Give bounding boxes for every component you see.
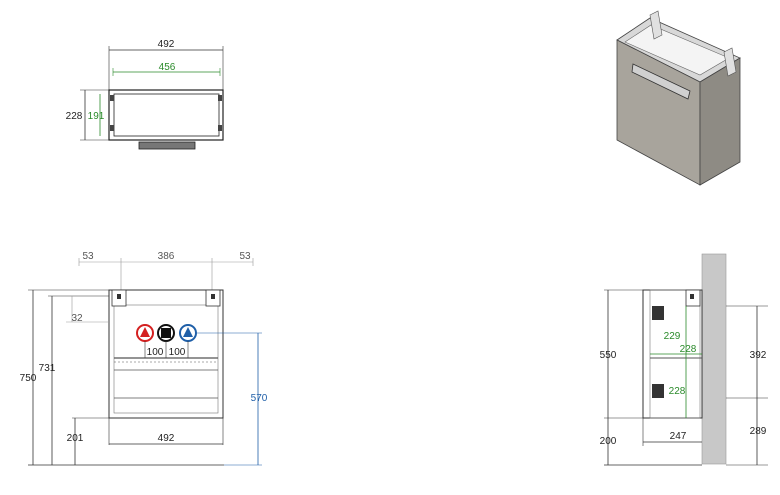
dim-pipe-height: 570 <box>251 393 268 404</box>
dim-spacing-right: 100 <box>169 347 186 358</box>
dim-gap-left: 53 <box>82 251 94 262</box>
dim-upper-spacing: 229 <box>664 331 681 342</box>
dim-width-inner: 456 <box>159 62 176 73</box>
dim-bottom-width: 492 <box>158 433 175 444</box>
fitting-lower <box>652 384 664 398</box>
dim-mid-depth: 228 <box>680 344 697 355</box>
dim-right-low: 289 <box>750 426 767 437</box>
front-view: 53 386 53 100 100 750 731 <box>20 251 268 466</box>
dim-height-inner: 731 <box>39 363 56 374</box>
dim-top-offset: 32 <box>71 313 83 324</box>
dim-floor-gap: 201 <box>67 433 84 444</box>
dim-lower-spacing: 228 <box>669 386 686 397</box>
dim-cabinet-height: 550 <box>600 350 617 361</box>
fitting-upper <box>652 306 664 320</box>
wall-section <box>701 253 727 465</box>
dim-spacing-left: 100 <box>147 347 164 358</box>
handle-top <box>138 141 196 150</box>
cabinet-3d-view <box>616 10 741 186</box>
cabinet-front-outline <box>108 289 224 419</box>
dim-width-outer: 492 <box>158 39 175 50</box>
door-handle-3d <box>631 63 691 100</box>
dim-side-floor-gap: 200 <box>600 436 617 447</box>
dim-depth-outer: 228 <box>66 111 83 122</box>
dim-right-height: 392 <box>750 350 767 361</box>
dim-gap-right: 53 <box>239 251 251 262</box>
dim-depth-inner: 191 <box>88 111 105 122</box>
dim-side-depth: 247 <box>670 431 687 442</box>
side-view: 229 228 228 550 200 247 392 289 <box>600 253 768 466</box>
dim-height-total: 750 <box>20 373 37 384</box>
dim-center-span: 386 <box>158 251 175 262</box>
cabinet-top-outline <box>108 89 224 141</box>
top-view: 492 456 228 191 <box>66 39 224 150</box>
